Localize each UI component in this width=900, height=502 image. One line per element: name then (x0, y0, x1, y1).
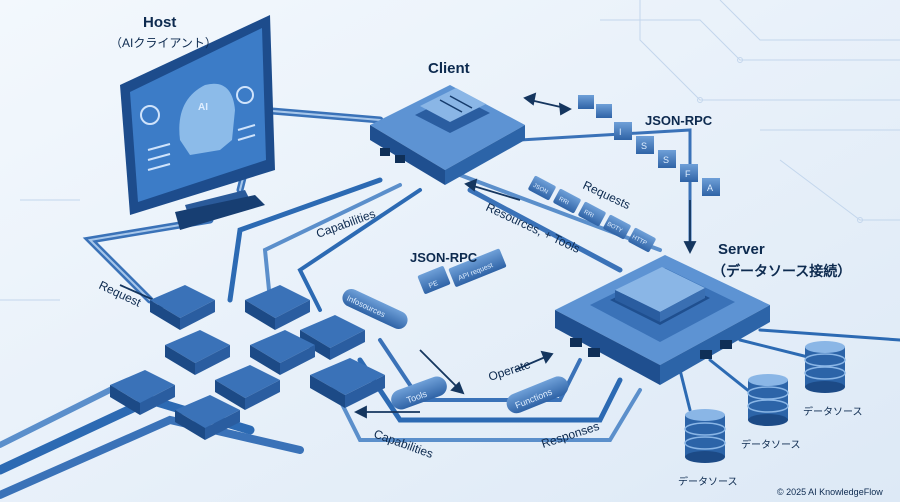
protocol-block-label: S (641, 141, 647, 151)
switch-modules (110, 285, 385, 440)
protocol-block-label: F (685, 169, 691, 179)
mid-packet-label: PE (428, 280, 440, 290)
datasource-label: データソース (678, 475, 738, 488)
json-rpc-top-label: JSON-RPC (645, 113, 713, 128)
client-device (370, 85, 525, 185)
tools-tube: Tools (391, 376, 447, 410)
json-rpc-mid-label: JSON-RPC (410, 250, 478, 265)
background-circuit (0, 0, 900, 301)
packet-chain: JSON RRI RRI BOTY HTTP (528, 176, 656, 252)
protocol-block-label: A (707, 183, 713, 193)
database-icon (804, 341, 846, 393)
flow-arrows (119, 92, 697, 419)
client-title: Client (428, 60, 470, 77)
database-icon (684, 409, 726, 463)
protocol-block-label: S (663, 155, 669, 165)
host-monitor: AI (120, 15, 275, 230)
ai-head-icon (179, 83, 235, 155)
protocol-block-label: I (619, 127, 622, 137)
server-subtitle: （データソース接続） (712, 263, 851, 279)
packet-label: RRI (583, 209, 595, 219)
host-title: Host (143, 14, 176, 31)
gear-icon (140, 105, 160, 125)
cable-routes (0, 106, 900, 499)
server-device (555, 255, 770, 385)
svg-text:AI: AI (198, 102, 208, 113)
database-icon (747, 374, 789, 426)
packet-label: RRI (558, 196, 570, 206)
datasource-label: データソース (741, 438, 801, 451)
host-subtitle: （AIクライアント） (110, 36, 217, 50)
datasource-label: データソース (803, 405, 863, 418)
server-title: Server (718, 241, 765, 258)
protocol-blocks: I S S F A (578, 95, 720, 196)
gear-icon (236, 86, 254, 104)
footer-copyright: © 2025 AI KnowledgeFlow (777, 487, 883, 497)
